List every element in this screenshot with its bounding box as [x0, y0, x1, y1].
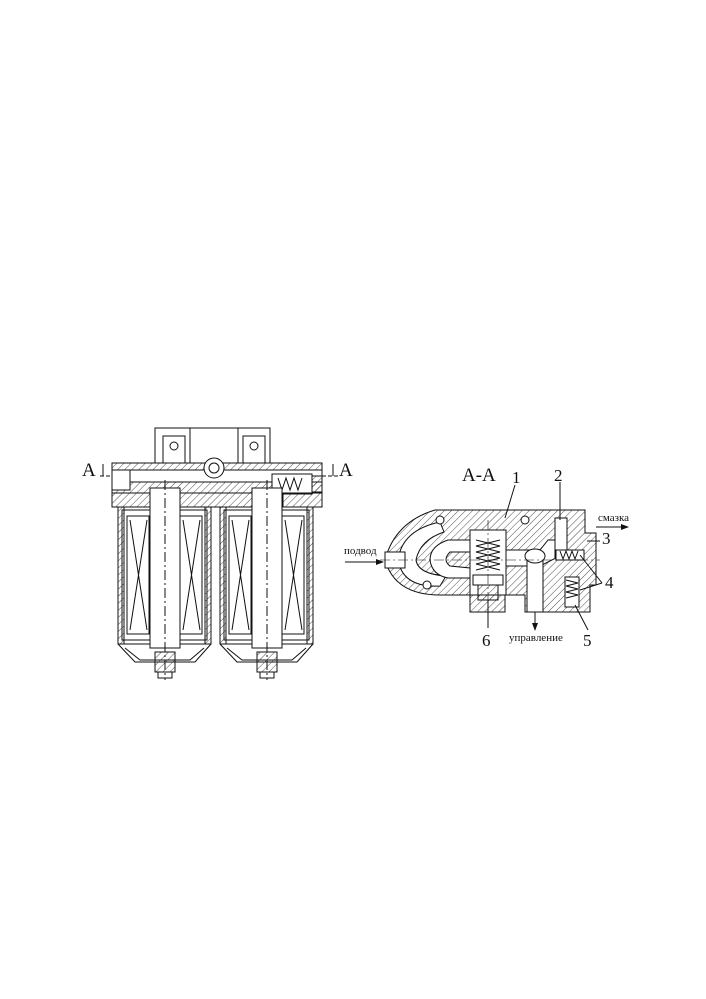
callout-3: 3 [602, 529, 611, 548]
section-mark-right: A [339, 460, 353, 481]
section-aa-view [345, 482, 629, 631]
callout-5: 5 [583, 631, 592, 650]
filter-assembly-view [100, 427, 338, 680]
section-mark-left: A [82, 460, 96, 481]
section-title: А-А [462, 465, 496, 486]
label-lubrication: смазка [598, 512, 630, 524]
label-inlet: подвод [344, 545, 377, 557]
callout-6: 6 [482, 631, 491, 650]
label-control: управление [509, 632, 563, 644]
callout-4: 4 [605, 573, 614, 592]
callout-1: 1 [512, 468, 521, 487]
callout-2: 2 [554, 466, 563, 485]
